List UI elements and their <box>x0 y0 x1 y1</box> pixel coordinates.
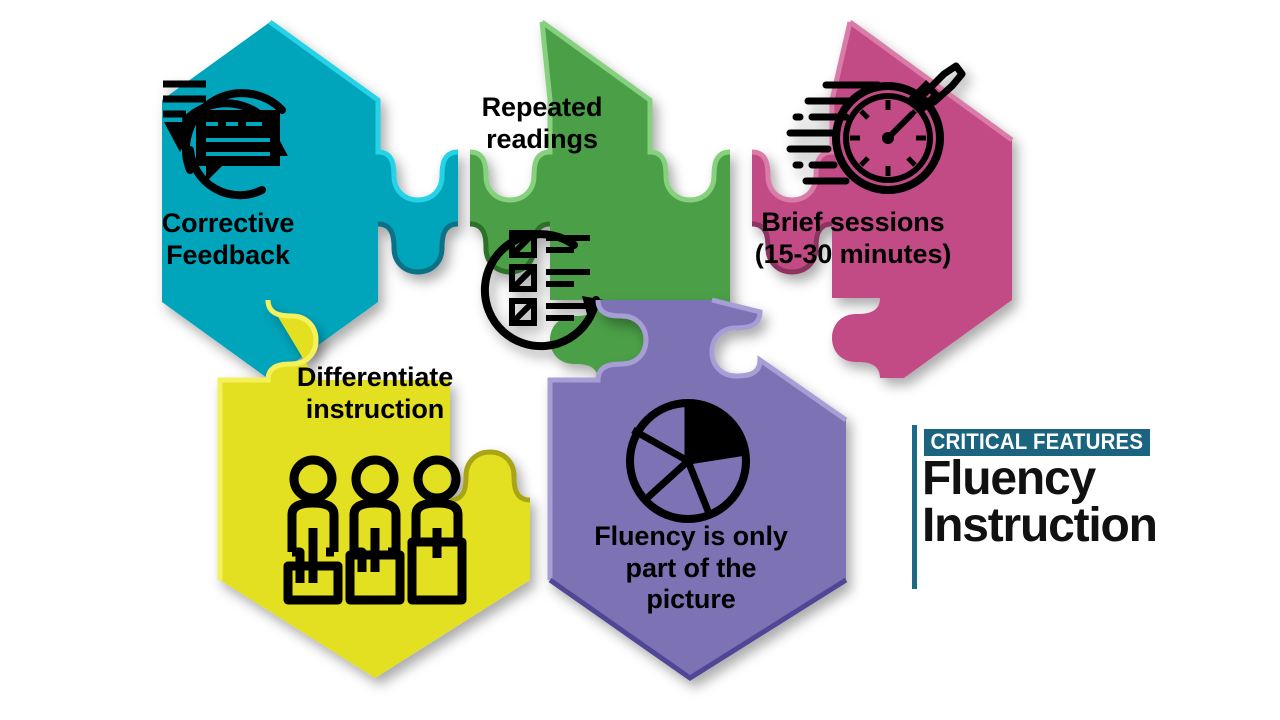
piece-repeated-readings-highlight <box>540 19 731 203</box>
checklist-refresh-icon <box>480 230 604 351</box>
piece-brief-sessions-top-right-edge <box>848 19 1014 143</box>
piece-corrective-feedback[interactable] <box>162 19 459 380</box>
piece-differentiate-instruction[interactable] <box>217 299 531 678</box>
piece-repeated-readings-left-edge <box>469 21 553 203</box>
speech-bubble <box>196 110 280 182</box>
piece-brief-sessions-shade <box>751 221 833 275</box>
piece-differentiate-instruction-highlight <box>217 299 319 580</box>
arrow-down-triangle <box>164 122 196 152</box>
piece-fluency-part-of-picture-top-right-edge <box>709 297 848 423</box>
piece-brief-sessions-highlight <box>751 21 853 203</box>
stopwatch-icon <box>786 62 966 194</box>
piece-differentiate-instruction-shade <box>449 449 531 503</box>
piece-corrective-feedback-shade <box>377 221 459 275</box>
title-block: CRITICAL FEATURES Fluency Instruction <box>912 425 1212 595</box>
piece-brief-sessions[interactable] <box>751 19 1014 378</box>
three-people-podium-icon <box>283 455 467 605</box>
stopwatch-crown <box>914 62 966 106</box>
pie-chart-icon <box>626 399 750 523</box>
speech-bubble-refresh-icon <box>163 80 288 200</box>
piece-corrective-feedback-highlight <box>268 19 459 203</box>
piece-differentiate-instruction-shape <box>220 300 530 678</box>
piece-fluency-part-of-picture[interactable] <box>547 297 848 681</box>
piece-brief-sessions-shape <box>752 22 1012 378</box>
piece-fluency-part-of-picture-shade <box>548 577 848 681</box>
piece-repeated-readings[interactable] <box>469 19 731 380</box>
title-eyebrow: CRITICAL FEATURES <box>924 429 1150 456</box>
title-vertical-rule <box>912 425 917 589</box>
piece-repeated-readings-shape <box>470 22 730 380</box>
page-title: Fluency Instruction <box>922 452 1158 552</box>
piece-fluency-part-of-picture-highlight <box>547 299 649 580</box>
